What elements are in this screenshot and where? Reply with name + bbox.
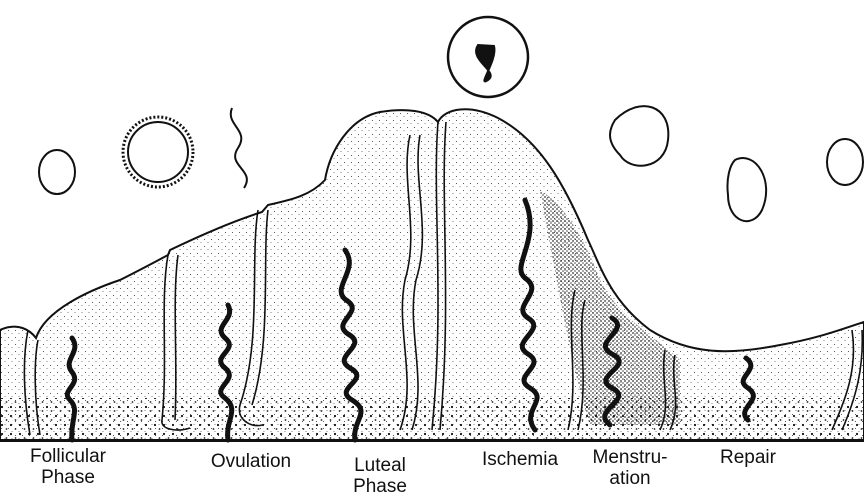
label-ovulation: Ovulation [196, 451, 306, 472]
label-menstruation: Menstru- ation [575, 447, 685, 489]
label-repair: Repair [708, 447, 788, 468]
label-follicular-phase: Follicular Phase [18, 446, 118, 488]
label-ischemia: Ischemia [470, 449, 570, 470]
label-luteal-phase: Luteal Phase [340, 455, 420, 497]
basal-layer [0, 398, 864, 440]
